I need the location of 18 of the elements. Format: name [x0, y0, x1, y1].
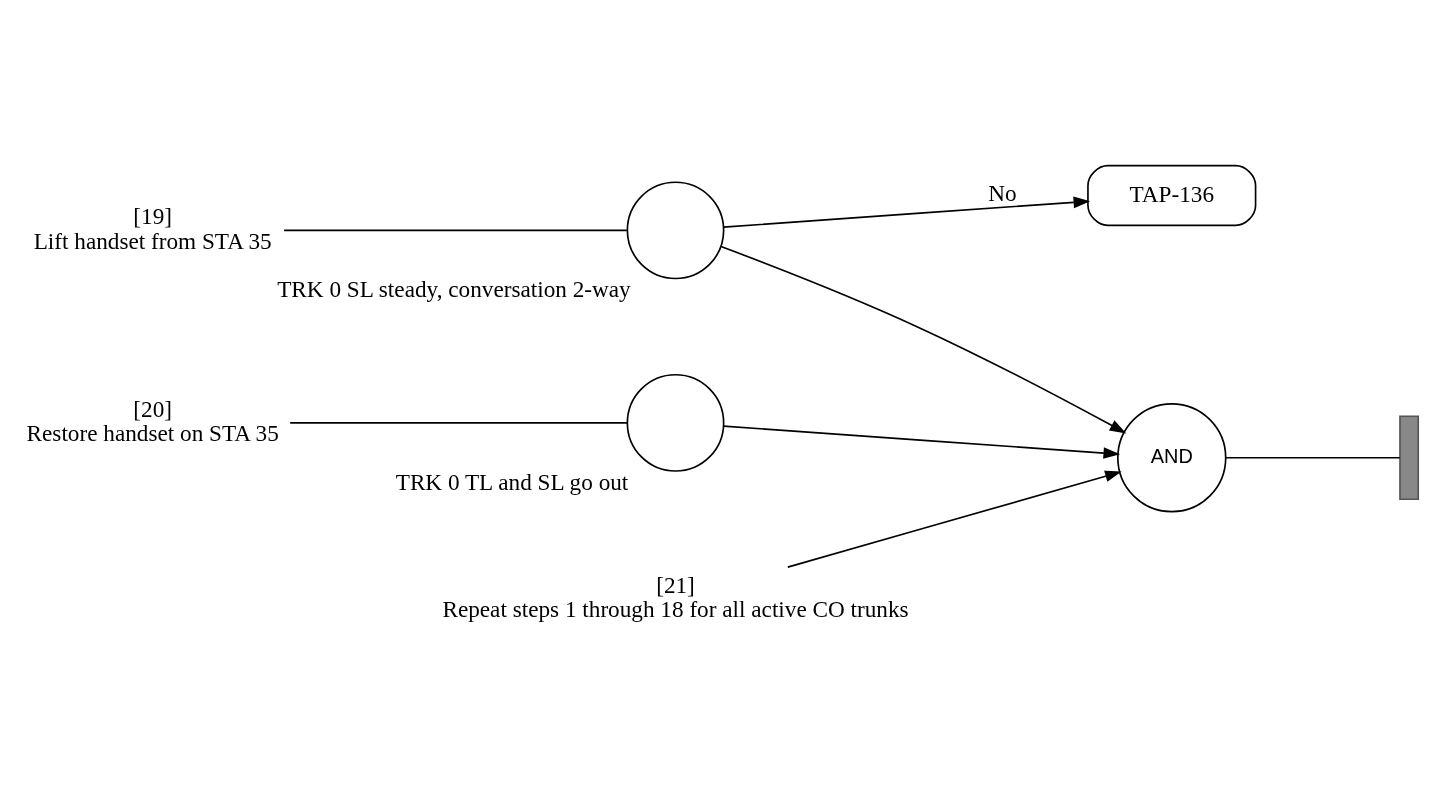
- connector: [1225, 456, 1401, 459]
- arrow: [786, 470, 1122, 568]
- node-circle: AND: [1117, 402, 1227, 512]
- node-circle: [626, 373, 725, 472]
- edge-label: No: [988, 179, 1017, 206]
- node-circle: [626, 180, 725, 279]
- connector: [283, 229, 628, 231]
- arrow: [722, 196, 1091, 228]
- arrow: [720, 245, 1127, 433]
- connector: [289, 421, 629, 424]
- arrow: [722, 424, 1121, 459]
- node-text: [21] Repeat steps 1 through 18 for all active CO trunks: [442, 571, 909, 622]
- node-label: TRK 0 TL and SL go out: [395, 468, 629, 495]
- node-text: [19] Lift handset from STA 35: [33, 202, 272, 254]
- node-text: [20] Restore handset on STA 35: [26, 395, 279, 446]
- node-bar: [1399, 414, 1420, 500]
- node-label: TRK 0 SL steady, conversation 2-way: [277, 275, 631, 302]
- node-box: TAP-136: [1087, 164, 1257, 226]
